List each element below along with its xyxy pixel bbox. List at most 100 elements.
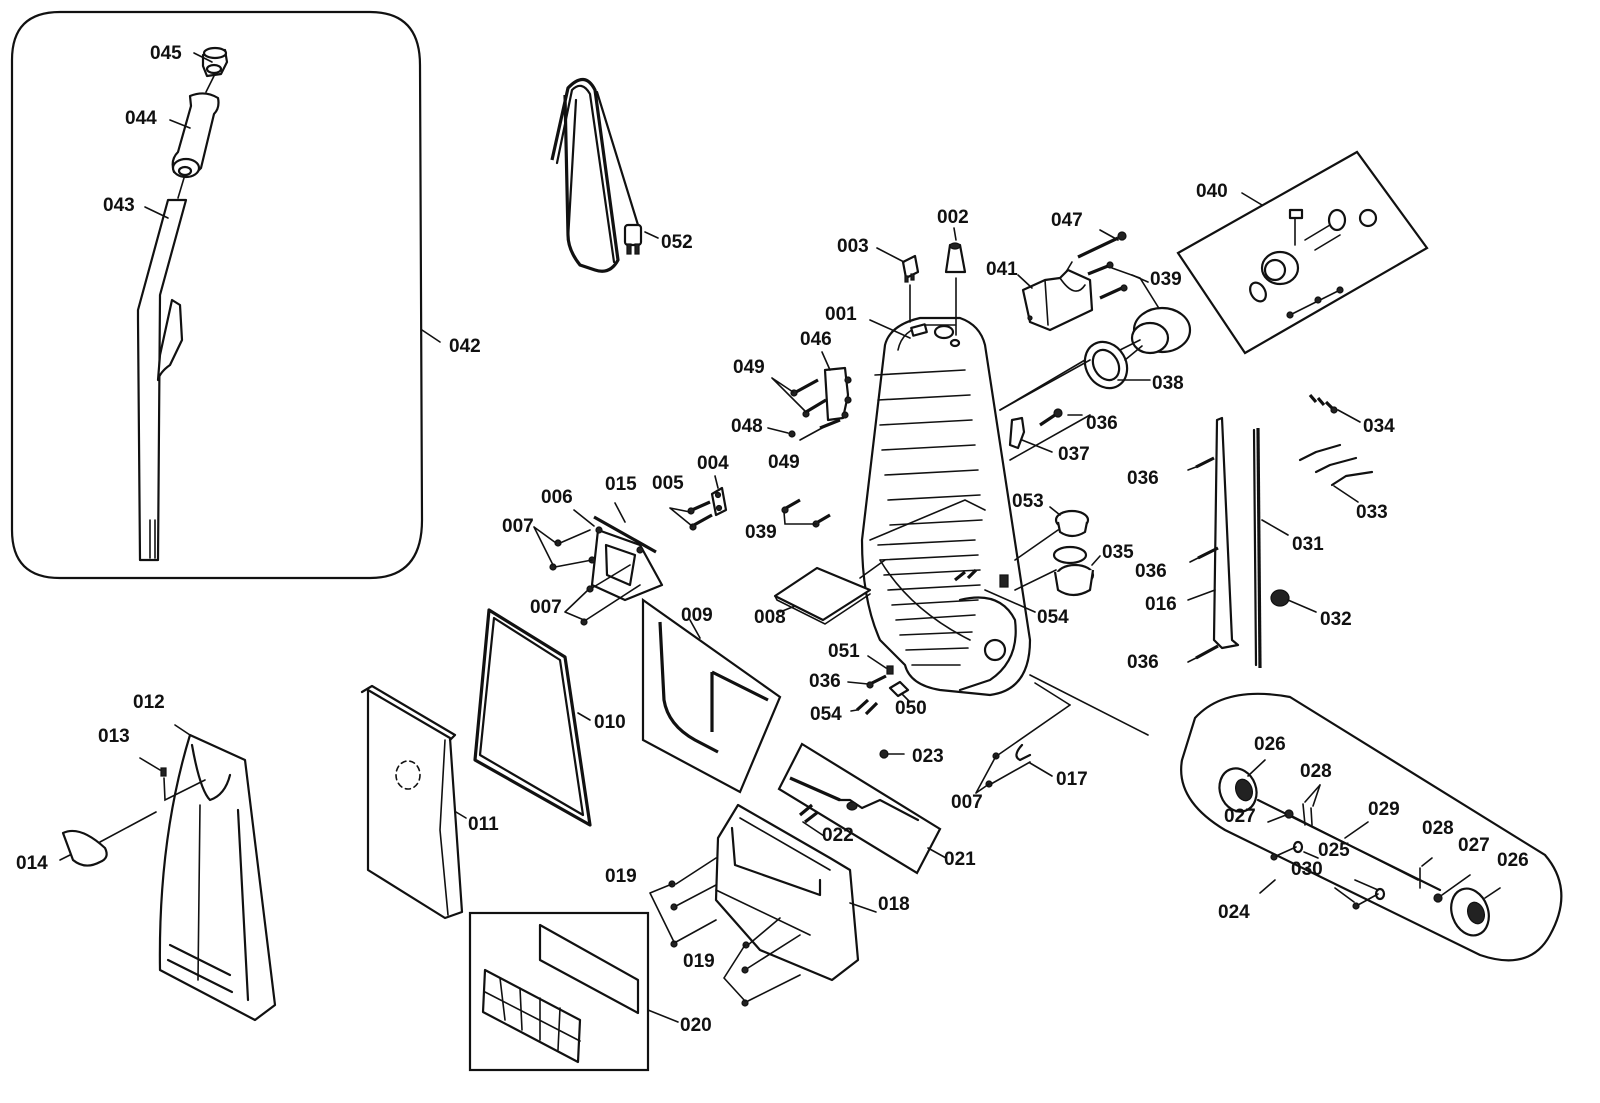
- label-025: 025: [1318, 840, 1350, 861]
- label-019a: 019: [605, 866, 637, 887]
- part-014-handle-cup: [59, 811, 157, 867]
- part-049-screws-upper: [771, 377, 827, 418]
- part-044-grip: [171, 92, 220, 179]
- leader-036c: [1187, 466, 1197, 471]
- label-013: 013: [98, 726, 130, 747]
- part-036-screw-a: [1039, 408, 1083, 427]
- part-045-end-cap: [201, 46, 229, 78]
- part-053-cap: [1014, 506, 1090, 561]
- label-036c: 036: [1127, 468, 1159, 489]
- leader-016: [1187, 589, 1216, 601]
- part-054-screws-lower: [850, 698, 879, 716]
- part-018-lower-housing: [714, 803, 877, 982]
- part-039-screws-upper: [1087, 261, 1161, 311]
- label-017: 017: [1056, 769, 1088, 790]
- label-053: 053: [1012, 491, 1044, 512]
- part-036-screw-c: [1187, 456, 1215, 471]
- leader-001: [869, 319, 911, 339]
- leader-031: [1261, 519, 1289, 536]
- leader-013: [139, 757, 161, 771]
- label-016: 016: [1145, 594, 1177, 615]
- leader-028b: [1421, 857, 1433, 867]
- label-054b: 054: [810, 704, 842, 725]
- leader-043: [144, 206, 169, 219]
- label-032: 032: [1320, 609, 1352, 630]
- part-036-screw-e: [1187, 644, 1219, 663]
- leader-027a: [1267, 814, 1287, 823]
- leader-030: [1334, 887, 1355, 903]
- leader-036b: [847, 681, 869, 685]
- label-027b: 027: [1458, 835, 1490, 856]
- leader-011: [455, 811, 467, 819]
- label-028a: 028: [1300, 761, 1332, 782]
- leader-018: [849, 902, 877, 913]
- brush-roll-assembly-group: [1029, 674, 1563, 962]
- label-003: 003: [837, 236, 869, 257]
- label-005: 005: [652, 473, 684, 494]
- label-010: 010: [594, 712, 626, 733]
- leader-024: [1259, 879, 1276, 894]
- label-014: 014: [16, 853, 48, 874]
- label-039b: 039: [745, 522, 777, 543]
- label-036d: 036: [1135, 561, 1167, 582]
- callout-labels: 045 044 043 042 052 003 002 001 046 049 …: [16, 43, 1529, 1036]
- label-049a: 049: [733, 357, 765, 378]
- label-041: 041: [986, 259, 1018, 280]
- label-036e: 036: [1127, 652, 1159, 673]
- label-028b: 028: [1422, 818, 1454, 839]
- part-005-screws: [669, 500, 713, 531]
- leader-003: [876, 247, 905, 263]
- label-006: 006: [541, 487, 573, 508]
- label-008: 008: [754, 607, 786, 628]
- part-007-screws-c: [975, 682, 1071, 794]
- label-036a: 036: [1086, 413, 1118, 434]
- leader-022: [802, 821, 825, 837]
- part-039-screws-lower: [781, 498, 831, 528]
- label-007b: 007: [530, 597, 562, 618]
- part-006-bag-holder: [573, 509, 664, 602]
- leader-006: [573, 509, 595, 527]
- handle-assembly-group: [10, 10, 441, 580]
- leader-036d: [1189, 557, 1199, 563]
- leader-025: [1303, 851, 1319, 859]
- label-033: 033: [1356, 502, 1388, 523]
- part-046-bracket: [821, 351, 852, 422]
- part-039-motor-cover: [1119, 306, 1192, 355]
- leader-026a: [1247, 759, 1266, 777]
- leader-029: [1344, 821, 1369, 839]
- leader-034: [1337, 409, 1361, 423]
- label-019b: 019: [683, 951, 715, 972]
- label-050: 050: [895, 698, 927, 719]
- leader-054a: [984, 589, 1036, 613]
- part-033-wires: [1298, 443, 1374, 503]
- label-007a: 007: [502, 516, 534, 537]
- part-047-screw: [1065, 229, 1127, 273]
- label-044: 044: [125, 108, 157, 129]
- part-051-clip: [867, 655, 894, 675]
- label-009: 009: [681, 605, 713, 626]
- leader-053: [1049, 506, 1061, 516]
- part-048-screw: [767, 427, 796, 438]
- label-023: 023: [912, 746, 944, 767]
- part-017-spring: [1015, 743, 1053, 777]
- part-023-button: [879, 749, 905, 759]
- part-002-bushing: [944, 227, 967, 336]
- part-052-power-cord: [550, 77, 659, 273]
- brush-roll-group-box: [1180, 692, 1563, 962]
- part-021-cord-hook-set: [777, 742, 947, 875]
- leader-048: [767, 427, 789, 434]
- leader-002: [953, 227, 957, 241]
- label-026a: 026: [1254, 734, 1286, 755]
- leader-027b: [1441, 874, 1471, 896]
- label-026b: 026: [1497, 850, 1529, 871]
- label-024: 024: [1218, 902, 1250, 923]
- label-042: 042: [449, 336, 481, 357]
- label-040: 040: [1196, 181, 1228, 202]
- leader-039-upper: [1131, 274, 1149, 283]
- leader-051: [867, 655, 887, 669]
- label-034: 034: [1363, 416, 1395, 437]
- part-019-screws-b: [723, 917, 801, 1007]
- label-043: 043: [103, 195, 135, 216]
- part-019-screws-a: [649, 857, 717, 948]
